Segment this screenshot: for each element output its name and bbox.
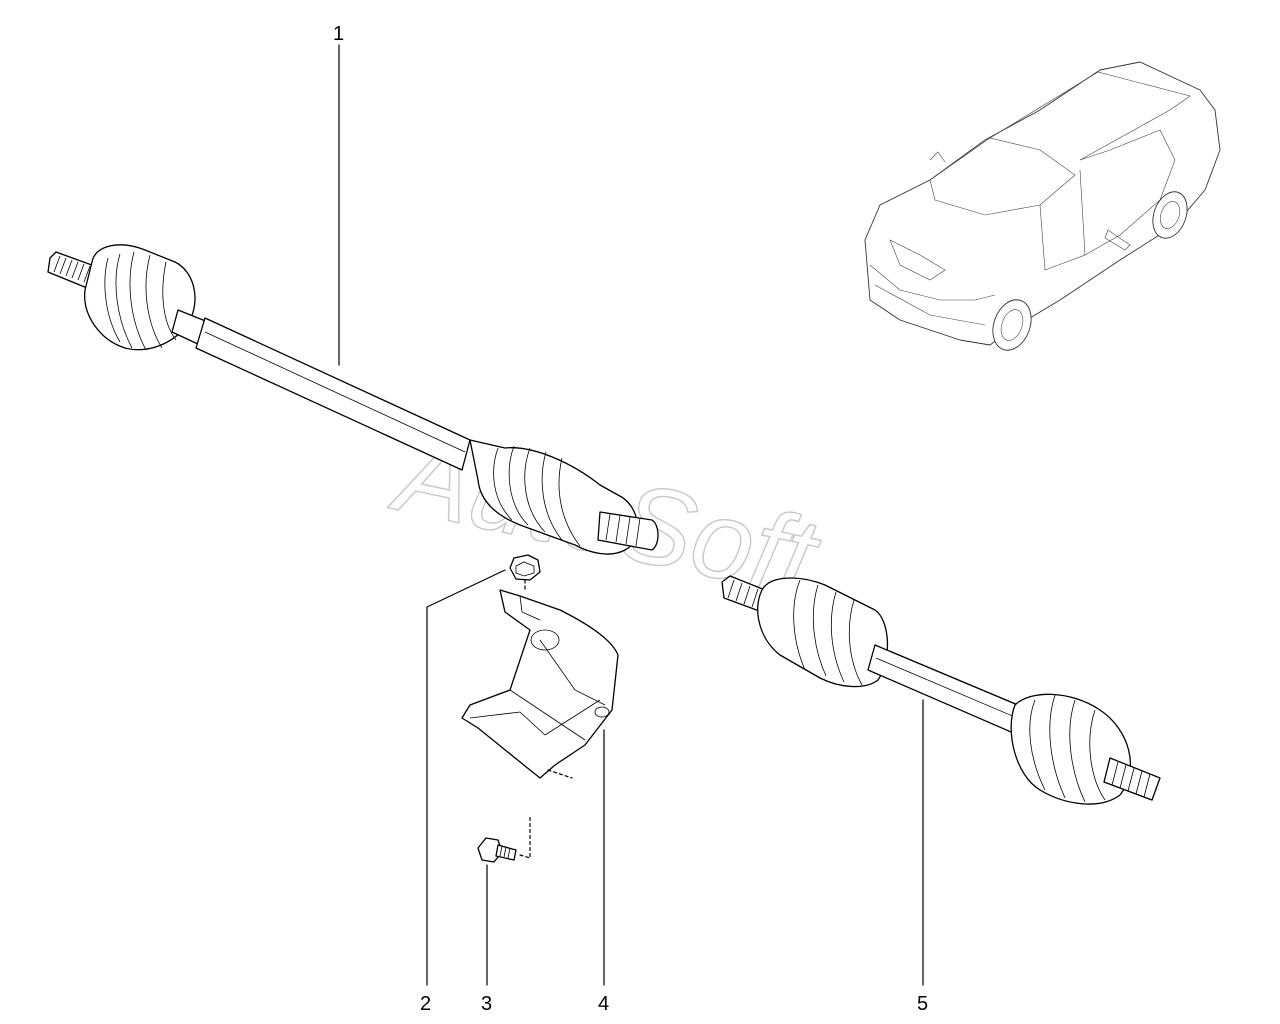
drive-shaft-right <box>721 575 1161 805</box>
heat-shield <box>461 589 619 779</box>
drive-shaft-left <box>47 244 659 555</box>
bolt <box>477 814 531 863</box>
callout-5: 5 <box>917 993 928 1015</box>
callout-4: 4 <box>598 993 609 1015</box>
leader-lines <box>338 44 924 986</box>
flange-nut <box>509 554 541 593</box>
callout-1: 1 <box>333 23 344 45</box>
callout-2: 2 <box>420 993 431 1015</box>
callout-3: 3 <box>481 993 492 1015</box>
vehicle-thumbnail <box>864 61 1221 351</box>
